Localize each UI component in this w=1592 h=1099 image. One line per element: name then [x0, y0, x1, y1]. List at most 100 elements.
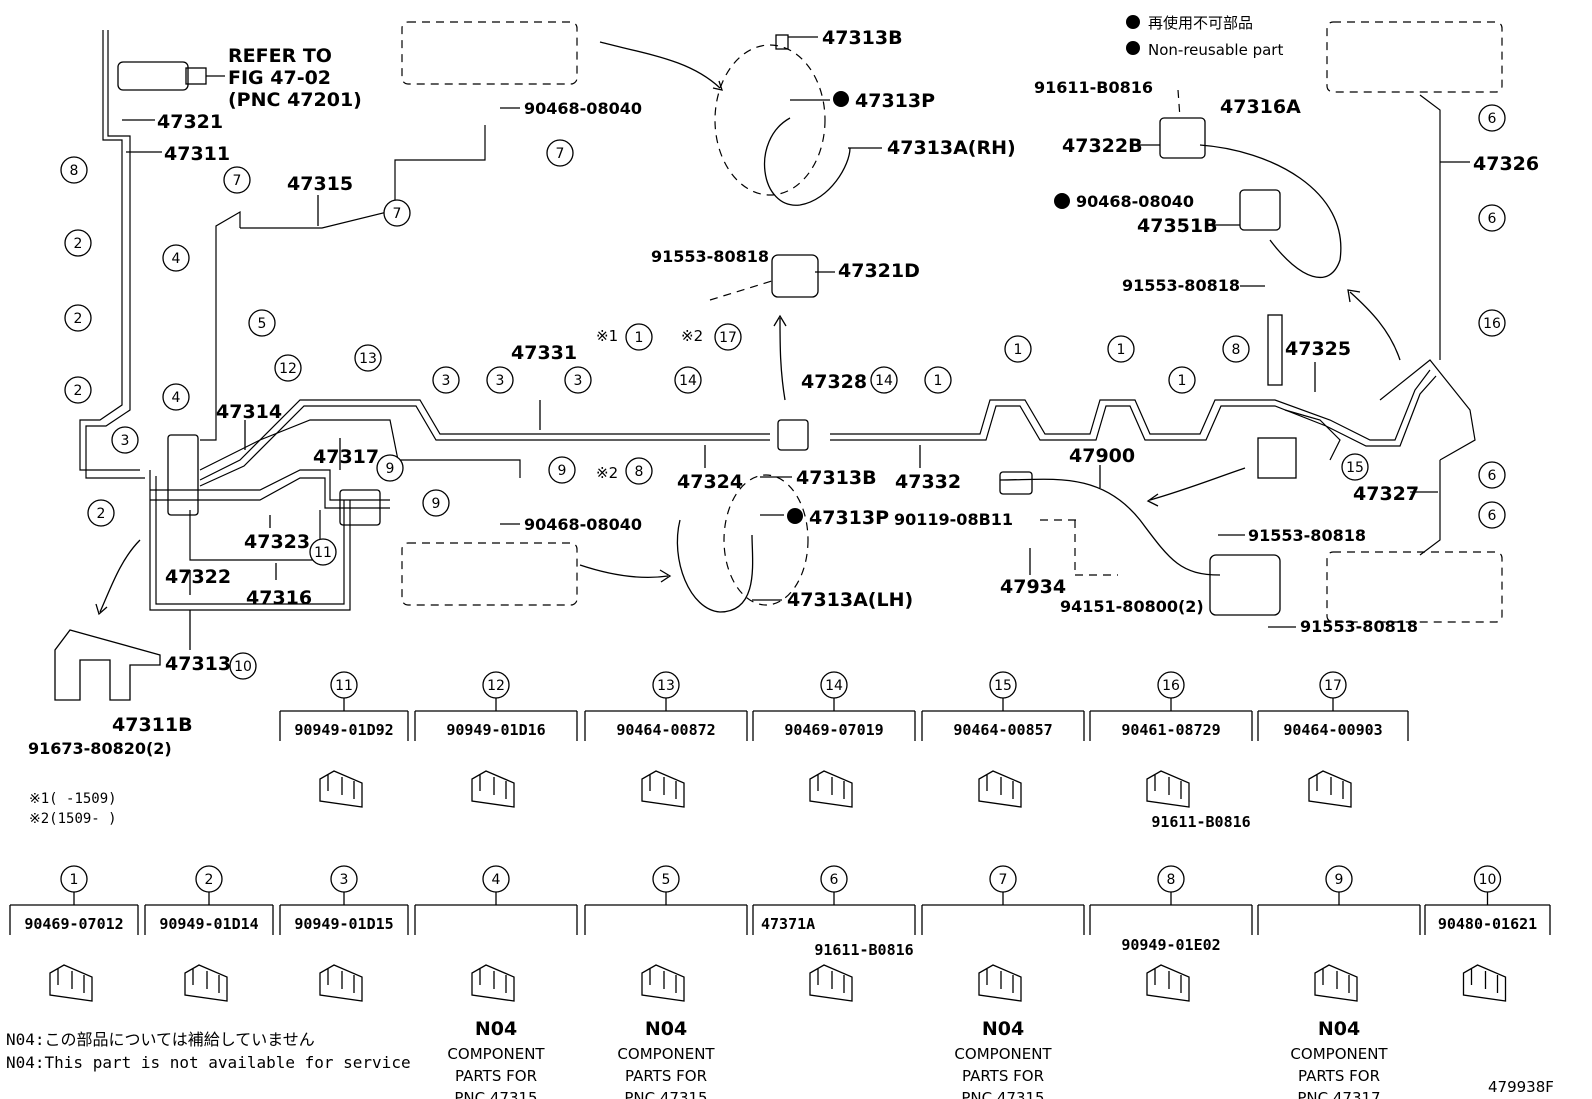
clip-part-number: 90464-00872	[616, 721, 715, 739]
label-47934: 47934	[1000, 576, 1066, 598]
legend-en: Non-reusable part	[1148, 41, 1283, 59]
clip-number: 10	[1479, 872, 1497, 888]
clip-shape	[641, 770, 685, 808]
label-47313A-RH: 47313A(RH)	[887, 137, 1016, 159]
clip-table-top: 1190949-01D921290949-01D161390464-008721…	[279, 671, 1409, 831]
nonreusable-mark	[1054, 193, 1070, 209]
callout-6: 6	[1478, 204, 1506, 232]
callout-7: 7	[383, 199, 411, 227]
svg-text:3: 3	[574, 373, 583, 389]
clip-number: 15	[994, 678, 1012, 694]
svg-text:1: 1	[635, 330, 644, 346]
svg-text:4: 4	[172, 251, 181, 267]
callout-13: 13	[354, 344, 382, 372]
svg-text:3: 3	[442, 373, 451, 389]
svg-text:7: 7	[556, 146, 565, 162]
svg-text:2: 2	[74, 383, 83, 399]
svg-text:6: 6	[1488, 211, 1497, 227]
label-91553-c: 91553-80818	[1248, 526, 1366, 545]
clip-number: 9	[1335, 872, 1344, 888]
clip-ref-line1: COMPONENT	[954, 1045, 1052, 1063]
clip-extra-part: 91611-B0816	[814, 941, 913, 959]
svg-text:6: 6	[1488, 508, 1497, 524]
label-94151: 94151-80800(2)	[1060, 597, 1204, 616]
callout-16: 16	[1478, 309, 1506, 337]
clip-part-number: 90949-01D92	[294, 721, 393, 739]
svg-text:13: 13	[359, 351, 377, 367]
label-47311B: 47311B	[112, 714, 193, 736]
callout-3: 3	[111, 426, 139, 454]
svg-text:7: 7	[233, 173, 242, 189]
callout-17: 17	[714, 323, 742, 351]
clip-shape	[809, 770, 853, 808]
clip-part-number: 90469-07019	[784, 721, 883, 739]
callout-2: 2	[64, 229, 92, 257]
callout-7: 7	[546, 139, 574, 167]
label-47317: 47317	[313, 446, 379, 468]
callout-6: 6	[1478, 501, 1506, 529]
svg-text:3: 3	[121, 433, 130, 449]
clip-part-number: 90464-00903	[1283, 721, 1382, 739]
callout-15: 15	[1341, 453, 1369, 481]
clip-shape	[1146, 964, 1190, 1002]
label-47315: 47315	[287, 173, 353, 195]
label-47321D: 47321D	[838, 260, 920, 282]
svg-text:16: 16	[1483, 316, 1501, 332]
callout-1: 1	[1004, 335, 1032, 363]
clip-shape	[319, 964, 363, 1002]
clip-number: 6	[830, 872, 839, 888]
label-47313: 47313	[165, 653, 231, 675]
svg-text:2: 2	[74, 236, 83, 252]
callout-4: 4	[162, 383, 190, 411]
svg-text:1: 1	[1117, 342, 1126, 358]
note-mark-2: ※2	[681, 327, 703, 345]
clip-cell-13: 13 90464-00872	[584, 671, 748, 808]
svg-text:7: 7	[393, 206, 402, 222]
legend-mark-jp	[1126, 15, 1140, 29]
label-47325: 47325	[1285, 338, 1351, 360]
clip-ref-line3: PNC 47315	[624, 1089, 707, 1099]
callout-2: 2	[64, 304, 92, 332]
clip-part-number: 47371A	[761, 915, 815, 933]
label-47321: 47321	[157, 111, 223, 133]
note-2: ※2(1509- )	[29, 811, 117, 827]
label-47351B: 47351B	[1137, 215, 1218, 237]
label-91611-top: 91611-B0816	[1034, 78, 1153, 97]
clip-ref-line1: COMPONENT	[447, 1045, 545, 1063]
clip-number: 5	[662, 872, 671, 888]
label-47332: 47332	[895, 471, 961, 493]
clip-part-number: 90949-01D14	[159, 915, 258, 933]
clip-number: 11	[335, 678, 353, 694]
clip-shape	[1314, 964, 1358, 1002]
note-1: ※1( -1509)	[29, 791, 117, 807]
label-91553-b: 91553-80818	[1122, 276, 1240, 295]
label-47328: 47328	[801, 371, 867, 393]
callout-1: 1	[1107, 335, 1135, 363]
svg-text:14: 14	[679, 373, 697, 389]
callout-14: 14	[674, 366, 702, 394]
reference-boxes	[401, 21, 1503, 623]
svg-text:3: 3	[496, 373, 505, 389]
clip-number: 13	[657, 678, 675, 694]
label-91553-a: 91553-80818	[651, 247, 769, 266]
label-47316A: 47316A	[1220, 96, 1301, 118]
clip-number: 12	[487, 678, 505, 694]
clip-shape	[319, 770, 363, 808]
callout-3: 3	[432, 366, 460, 394]
clip-ref-code: N04	[645, 1018, 687, 1040]
label-47316: 47316	[246, 587, 312, 609]
callout-14: 14	[870, 366, 898, 394]
clip-ref-line2: PARTS FOR	[455, 1067, 537, 1085]
label-47326: 47326	[1473, 153, 1539, 175]
svg-text:4: 4	[172, 390, 181, 406]
